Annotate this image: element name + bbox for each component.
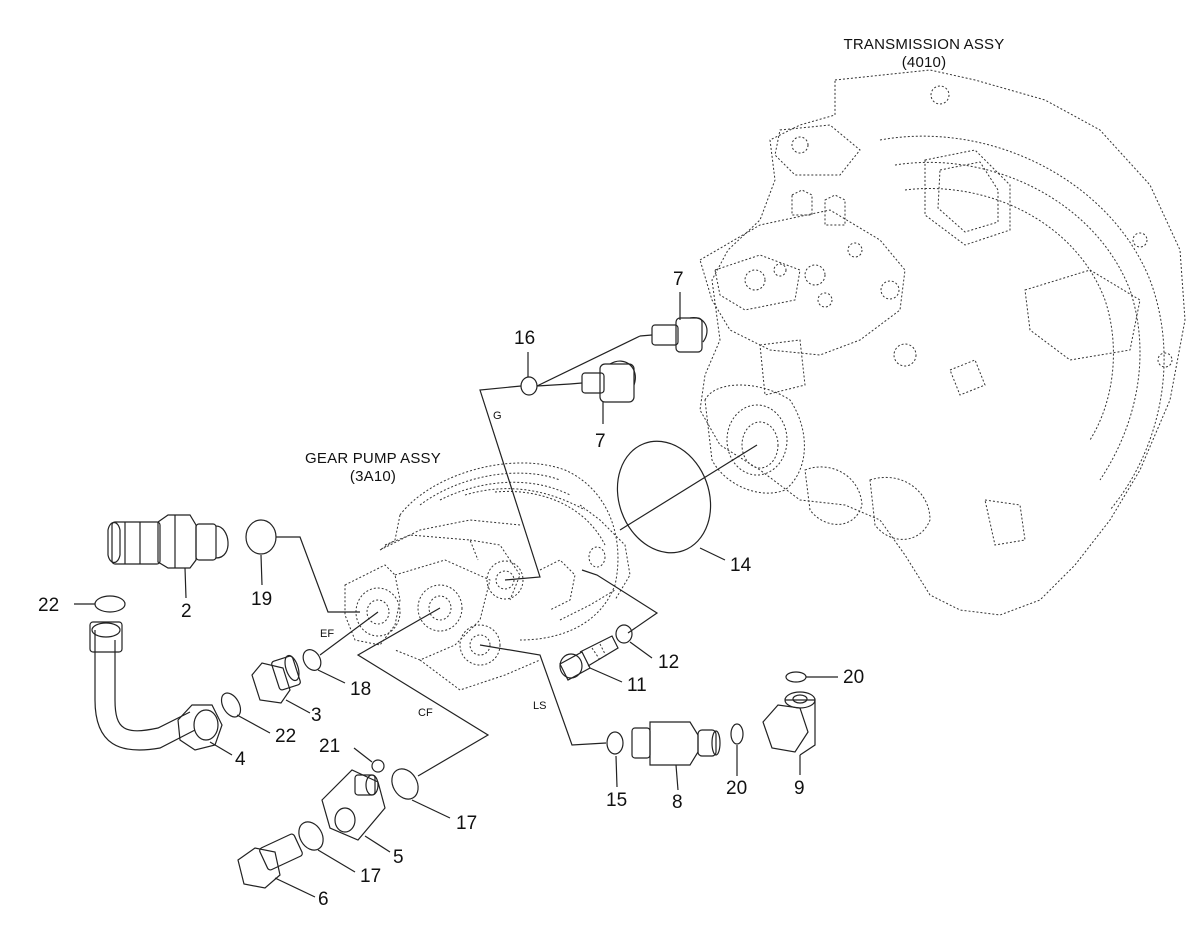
o-ring-18 — [302, 649, 322, 671]
callout-12: 12 — [658, 652, 680, 673]
callout-2: 2 — [181, 601, 192, 622]
callout-17-upper: 17 — [456, 813, 478, 834]
callout-8: 8 — [672, 792, 683, 813]
callout-5: 5 — [393, 847, 404, 868]
transmission-assembly-code: (4010) — [901, 54, 947, 71]
callout-17-lower: 17 — [360, 866, 382, 887]
connector-part-3 — [251, 654, 301, 704]
callout-3: 3 — [311, 705, 322, 726]
gear-pump-assembly-name: GEAR PUMP ASSY — [305, 450, 441, 467]
o-ring-15 — [606, 731, 624, 755]
o-ring-20-upper — [785, 671, 807, 683]
callout-6: 6 — [318, 889, 329, 910]
callout-9: 9 — [794, 778, 805, 799]
o-ring-20-lower — [730, 723, 744, 745]
gear-pump-assembly-drawing — [344, 462, 631, 691]
callout-22-upper: 22 — [38, 595, 60, 616]
pipe-part-4 — [89, 621, 223, 751]
banjo-bolt-part-6 — [237, 833, 303, 889]
port-label-ls: LS — [533, 700, 547, 712]
transmission-assembly-drawing — [699, 69, 1186, 616]
callout-20-lower: 20 — [726, 778, 748, 799]
callout-4: 4 — [235, 749, 246, 770]
callout-20-upper: 20 — [843, 667, 865, 688]
callout-14: 14 — [730, 555, 752, 576]
gear-pump-assembly-code: (3A10) — [349, 468, 397, 485]
bolt-part-11 — [559, 635, 619, 681]
callout-18: 18 — [350, 679, 372, 700]
sensor-part-7-upper — [639, 317, 708, 353]
o-ring-19 — [245, 519, 277, 555]
o-ring-22-upper — [94, 595, 126, 613]
o-ring-22-lower — [220, 692, 242, 718]
callout-11: 11 — [627, 675, 647, 696]
washer-part-12 — [615, 624, 633, 644]
transmission-assembly-title: TRANSMISSION ASSY (4010) — [824, 36, 1024, 72]
callout-21: 21 — [319, 736, 341, 757]
port-label-g: G — [493, 410, 502, 422]
fitting-part-2 — [107, 514, 229, 569]
port-label-ef: EF — [320, 628, 335, 640]
port-label-cf: CF — [418, 707, 433, 719]
o-ring-17-upper — [391, 768, 419, 800]
o-ring-17-lower — [298, 821, 324, 851]
sensor-part-7-lower — [569, 360, 636, 403]
callout-22-lower: 22 — [275, 726, 297, 747]
callout-16: 16 — [514, 328, 536, 349]
banjo-block-part-5 — [321, 769, 386, 841]
o-ring-21 — [371, 759, 385, 773]
o-ring-14 — [616, 440, 712, 554]
gear-pump-assembly-title: GEAR PUMP ASSY (3A10) — [283, 450, 463, 486]
o-ring-16 — [520, 376, 538, 396]
callout-7-upper: 7 — [673, 269, 684, 290]
elbow-fitting-part-9 — [762, 691, 816, 756]
callout-19: 19 — [251, 589, 273, 610]
transmission-assembly-name: TRANSMISSION ASSY — [843, 36, 1005, 53]
leader-lines — [74, 292, 838, 898]
relief-valve-part-8 — [631, 721, 721, 766]
callout-15: 15 — [606, 790, 628, 811]
callout-7-lower: 7 — [595, 431, 606, 452]
